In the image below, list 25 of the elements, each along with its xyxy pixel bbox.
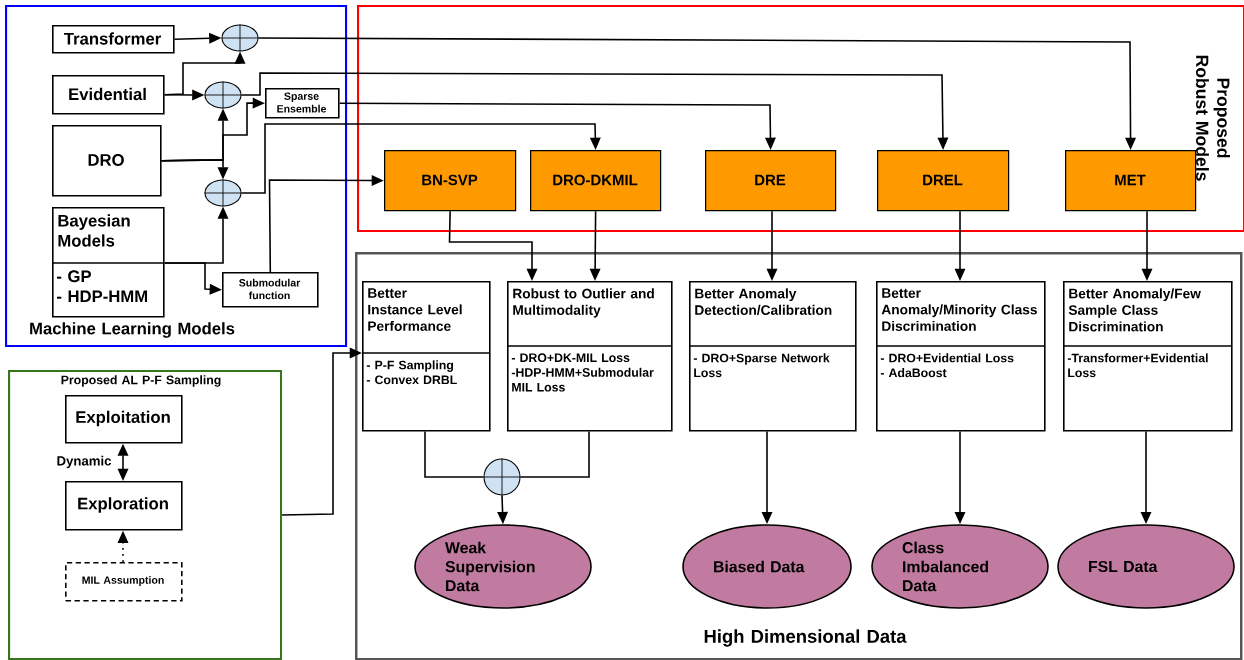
outcome-box: Better Anomaly/Few Sample Class Discrimination -Transformer+Evidential Loss [1062,281,1233,432]
outcome-box: Better Anomaly/Minority Class Discrimination - DRO+Evidential Loss - AdaBoost [875,281,1046,432]
arrow [240,123,601,194]
model-box: Transformer [52,25,175,54]
model-box: BN-SVP [384,150,517,212]
model-box: Evidential [52,75,165,115]
edge-label: Dynamic [54,454,114,470]
summing-junction [221,24,259,52]
outcome-box: Robust to Outlier and Multimodality - DRO+DK-MIL Loss -HDP-HMM+Submodular MIL Loss [506,281,673,432]
model-box: Exploitation [65,395,183,444]
model-box: MET [1065,150,1197,212]
outcome-box: Better Anomaly Detection/Calibration - DRO+Sparse Network Loss [688,281,857,432]
summing-junction [204,179,242,207]
model-box: DRO-DKMIL [530,150,662,212]
dashed-box: MIL Assumption [65,562,183,602]
outcome-box: Better Instance Level Performance - P-F Sampling - Convex DRBL [361,281,491,432]
model-box: Exploration [65,481,183,531]
summing-junction [204,81,242,109]
model-box: Sparse Ensemble [265,88,340,119]
model-box: DREL [877,150,1010,212]
outcome-box: Bayesian Models - GP - HDP-HMM [51,207,165,318]
model-box: DRO [52,125,162,197]
summing-junction [483,458,521,496]
model-box: Submodular function [222,272,319,308]
model-box: DRE [705,150,837,212]
